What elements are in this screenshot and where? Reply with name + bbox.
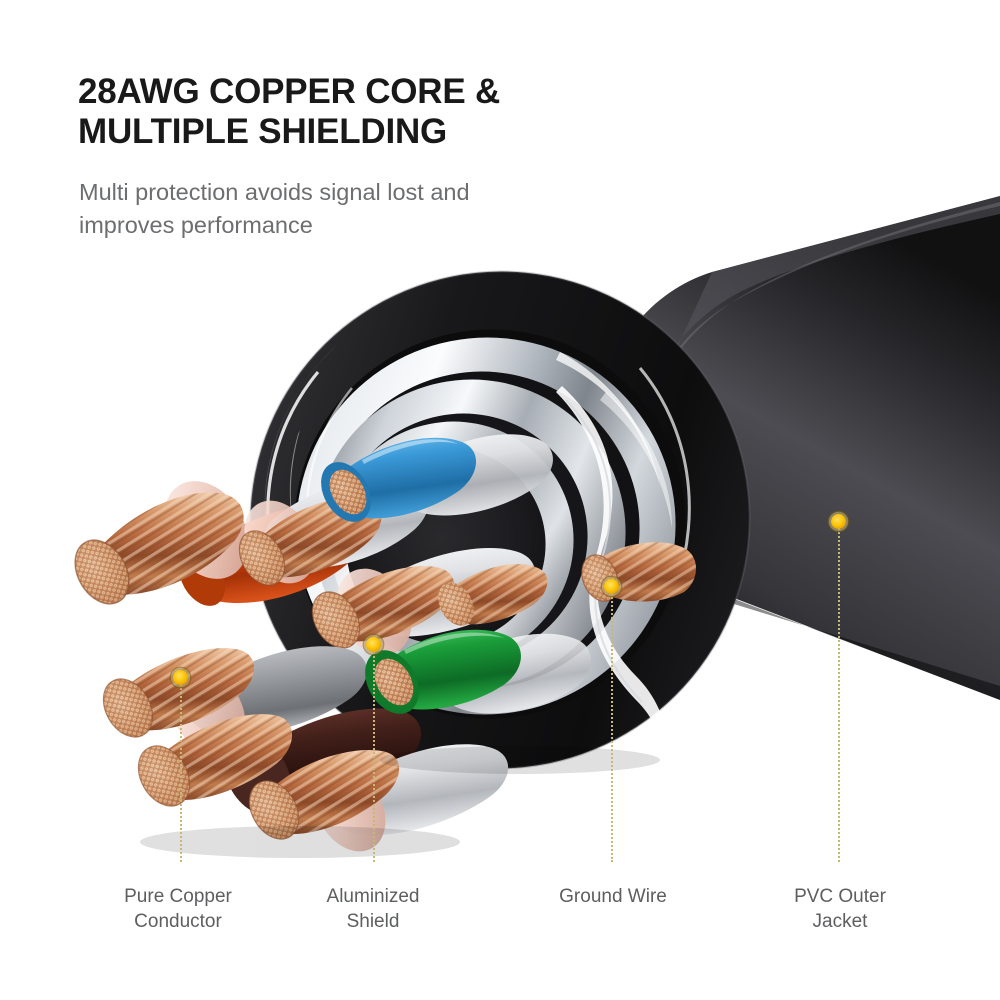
callout-line-ground-wire — [611, 586, 613, 862]
page-title-line-1: 28AWG COPPER CORE & — [78, 72, 501, 111]
callout-dot-ground-wire[interactable] — [603, 578, 619, 594]
callout-label-line-2: Shield — [346, 911, 400, 933]
callout-label-line-2: Conductor — [134, 911, 222, 933]
callout-label-line-2: Jacket — [812, 911, 868, 933]
wire-blue-pair — [321, 434, 553, 522]
ground-wire — [581, 542, 696, 602]
page-subtitle-line-2: improves performance — [79, 211, 313, 238]
callout-label-pvc-outer-jacket: PVC Outer Jacket — [794, 884, 886, 935]
callout-line-pure-copper-conductor — [180, 677, 182, 862]
callout-label-line-1: PVC Outer — [794, 886, 886, 907]
wire-green-pair — [365, 629, 591, 714]
callout-dot-pure-copper-conductor[interactable] — [172, 669, 188, 685]
callout-label-line-1: Ground Wire — [559, 886, 667, 907]
callout-dot-aluminized-shield[interactable] — [365, 636, 381, 652]
callout-line-aluminized-shield — [373, 644, 375, 862]
callout-label-pure-copper-conductor: Pure Copper Conductor — [124, 884, 232, 935]
wire-brown-pair — [137, 708, 422, 816]
pvc-outer-jacket-body — [600, 196, 1000, 700]
callout-label-ground-wire: Ground Wire — [559, 884, 667, 909]
illustration-shadows — [140, 746, 660, 858]
callout-label-aluminized-shield: Aluminized Shield — [327, 884, 420, 935]
wire-white-pair-middle — [311, 548, 536, 656]
callout-label-line-1: Aluminized — [326, 886, 420, 907]
page-title-line-2: MULTIPLE SHIELDING — [78, 111, 448, 151]
wire-white-pair-upper — [238, 477, 429, 586]
callout-line-pvc-outer-jacket — [838, 521, 840, 862]
callout-label-line-1: Pure Copper — [124, 886, 232, 907]
aluminized-shield-layers — [266, 337, 691, 715]
wire-orange-pair — [74, 481, 364, 606]
page-title: 28AWG COPPER CORE & MULTIPLE SHIELDING — [78, 72, 698, 152]
wire-copper-extra — [438, 564, 548, 626]
page-subtitle: Multi protection avoids signal lost and … — [79, 176, 679, 242]
page-subtitle-line-1: Multi protection avoids signal lost and — [79, 179, 470, 205]
callout-dot-pvc-outer-jacket[interactable] — [830, 513, 846, 529]
pvc-outer-jacket-cut-face — [249, 270, 751, 770]
wire-gray-pair-lower-left — [102, 646, 368, 756]
